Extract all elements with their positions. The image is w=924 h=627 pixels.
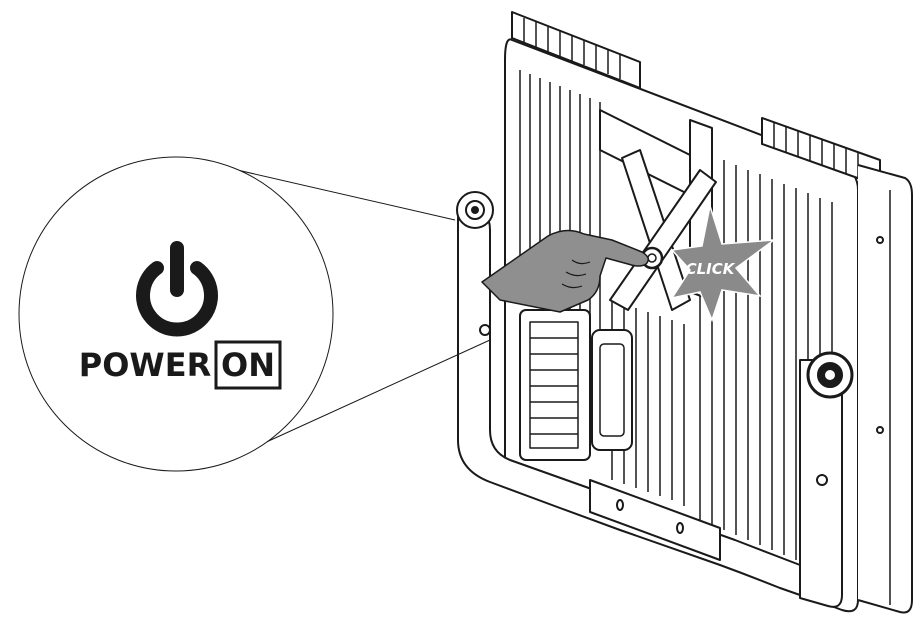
power-icon bbox=[136, 241, 218, 337]
power-label: POWER bbox=[79, 346, 211, 384]
hand-finger-lines bbox=[561, 259, 591, 289]
click-label: CLICK ! bbox=[686, 260, 747, 278]
bottom-foot bbox=[589, 479, 721, 561]
right-frame bbox=[857, 164, 913, 614]
connector-block bbox=[519, 309, 633, 461]
right-tilt-knob bbox=[806, 351, 854, 399]
top-rail-ribs-left bbox=[523, 18, 621, 79]
led-panel-device bbox=[456, 11, 913, 614]
left-tilt-knob bbox=[456, 191, 494, 229]
on-label-box bbox=[214, 340, 282, 390]
yoke-bracket bbox=[457, 199, 801, 596]
back-plate bbox=[504, 38, 859, 613]
pointing-hand bbox=[481, 229, 649, 313]
click-burst bbox=[670, 205, 777, 323]
callout-circle bbox=[18, 156, 334, 472]
diagonal-strut-up bbox=[609, 169, 717, 311]
on-label: ON bbox=[221, 346, 275, 384]
